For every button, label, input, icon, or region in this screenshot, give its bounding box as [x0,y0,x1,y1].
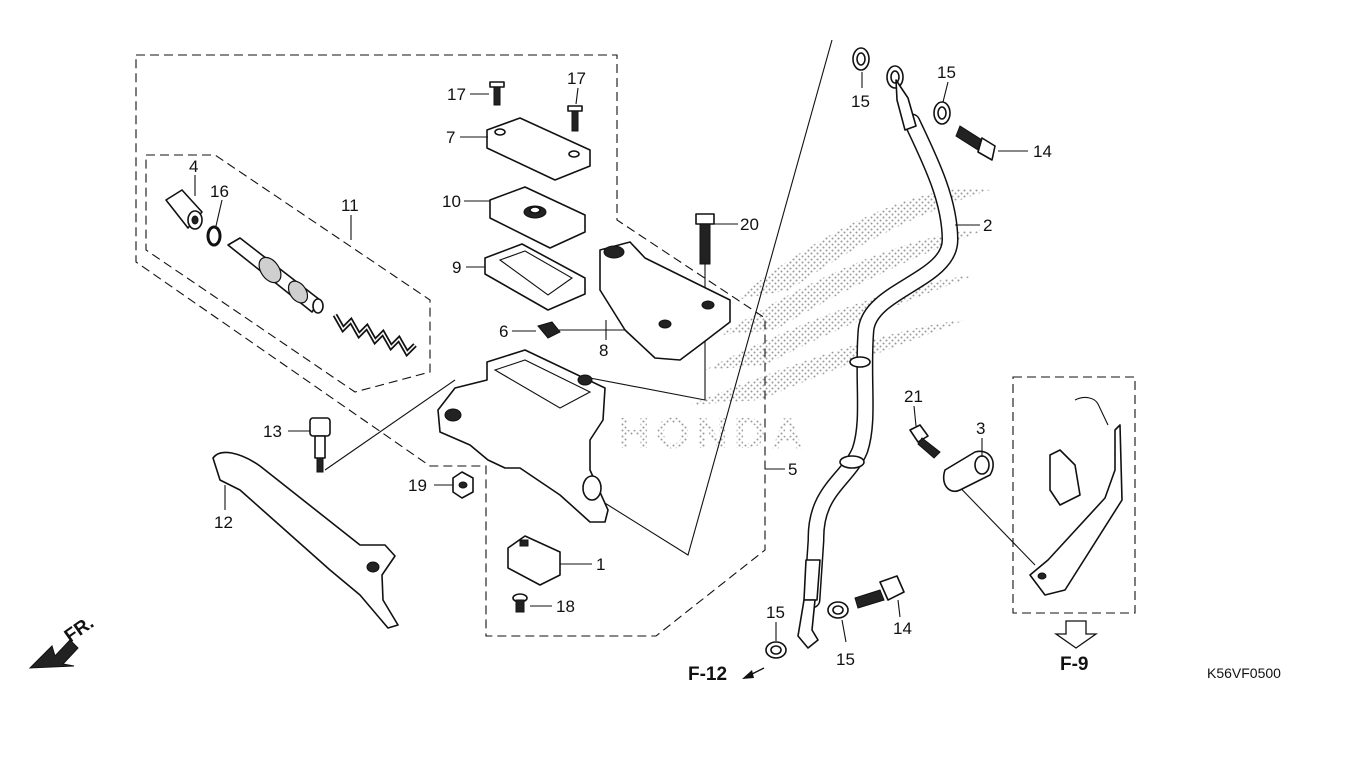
label-17-left: 17 [447,85,466,104]
label-18: 18 [556,597,575,616]
banjo-bolt-part [955,125,996,161]
label-16: 16 [210,182,229,201]
label-3: 3 [976,419,985,438]
label-21: 21 [904,387,923,406]
label-14-top: 14 [1033,142,1052,161]
label-14-bottom: 14 [893,619,912,638]
drawing-code: K56VF0500 [1207,665,1281,681]
spring-part [332,313,417,358]
label-15-top-right: 15 [937,63,956,82]
master-cylinder-part [437,349,609,523]
ref-f12-label: F-12 [688,664,727,685]
label-10: 10 [442,192,461,211]
hose-clamp-part [942,450,994,492]
front-direction-arrow-icon [28,639,79,669]
f12-arrow-icon [742,667,765,679]
honda-watermark-text: HONDA [618,409,809,458]
diaphragm-part [484,243,586,311]
label-17-right: 17 [567,69,586,88]
label-19: 19 [408,476,427,495]
stay-bracket-part [1029,396,1123,596]
diaphragm-plate-part [489,186,586,249]
callout-leaders [194,72,1028,643]
label-7: 7 [446,128,455,147]
label-11: 11 [341,196,359,215]
brake-hose-part [797,79,959,649]
nut-part [452,471,474,499]
label-20: 20 [740,215,759,234]
circlip-part [206,225,222,247]
label-8: 8 [599,341,608,360]
washer-part [852,47,951,125]
ref-f9-label: F-9 [1060,654,1089,675]
label-15-bottom-right: 15 [836,650,855,669]
brake-lever-part [212,451,399,629]
label-12: 12 [214,513,233,532]
honda-wing-watermark: HONDA [618,188,990,458]
washer-part-lower [765,601,849,659]
f9-arrow-icon [1053,620,1099,649]
label-4: 4 [189,157,198,176]
brake-switch-part [507,535,561,586]
pivot-bolt-part [309,417,331,473]
screw-part [489,81,583,132]
banjo-bolt-part-lower [854,575,905,609]
front-marker-label: FR. [61,612,98,647]
holder-bolt-part [695,213,715,265]
label-1: 1 [596,555,605,574]
label-13: 13 [263,422,282,441]
label-5: 5 [788,460,797,479]
reservoir-cap-part [486,117,591,181]
part-number-labels: 17 17 7 10 9 6 8 20 4 16 11 13 12 19 1 1… [189,63,1052,669]
holder-part [599,241,731,361]
boot-part [165,189,203,230]
clamp-bolt-part [909,424,941,459]
label-15-top-left: 15 [851,92,870,111]
label-9: 9 [452,258,461,277]
label-6: 6 [499,322,508,341]
switch-screw-part [512,593,528,613]
assembly-outlines [135,54,1136,637]
piston-part [227,237,324,314]
label-15-bottom-left: 15 [766,603,785,622]
seal-clip-part [537,321,561,339]
label-2: 2 [983,216,992,235]
